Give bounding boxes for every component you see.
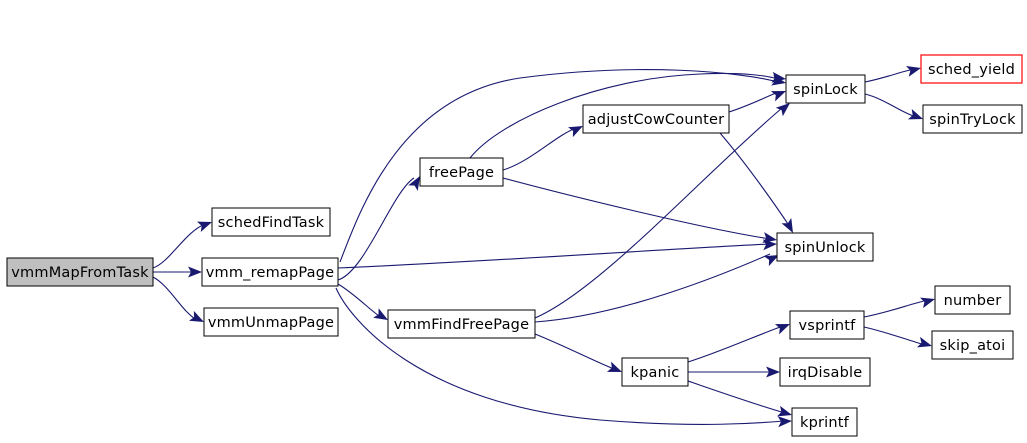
- arrowhead-vsprintf->number: [920, 297, 935, 309]
- node-label-spinLock: spinLock: [793, 82, 858, 98]
- node-box-vmm_remapPage[interactable]: [201, 257, 339, 287]
- edge-vmm_remapPage-to-spinUnlock: [337, 243, 771, 269]
- edge-adjustCowCounter-to-spinLock: [728, 91, 779, 113]
- node-box-kpanic[interactable]: [621, 357, 689, 387]
- edge-vmmFindFreePage-to-spinLock: [534, 107, 783, 319]
- edge-freePage-to-spinLock: [469, 72, 779, 159]
- edge-vmm_remapPage-to-spinLock: [339, 69, 779, 263]
- node-box-spinTryLock[interactable]: [922, 104, 1023, 134]
- arrowhead-kpanic->irqDisable: [766, 366, 780, 378]
- edges-layer: [152, 68, 929, 425]
- node-box-schedFindTask[interactable]: [211, 207, 331, 237]
- arrowhead-vmmFindFreePage->spinUnlock: [764, 255, 779, 267]
- node-box-spinUnlock[interactable]: [776, 232, 874, 262]
- edge-freePage-to-adjustCowCounter: [502, 127, 577, 171]
- node-label-kprintf: kprintf: [800, 415, 850, 431]
- edge-vmmFindFreePage-to-spinUnlock: [534, 253, 771, 323]
- node-label-adjustCowCounter: adjustCowCounter: [588, 112, 725, 128]
- arrowhead-vmmMapFromTask->schedFindTask: [196, 221, 212, 232]
- arrowhead-freePage->spinLock: [771, 71, 786, 83]
- node-freePage[interactable]: freePage: [419, 157, 504, 187]
- node-vmmUnmapPage[interactable]: vmmUnmapPage: [203, 307, 339, 337]
- node-box-sched_yield[interactable]: [920, 54, 1023, 84]
- arrowhead-vmm_remapPage->vmmFindFreePage: [373, 308, 388, 320]
- edge-spinLock-to-sched_yield: [864, 68, 915, 83]
- nodes-layer: vmmMapFromTask schedFindTask vmm_remapPage…: [6, 54, 1023, 437]
- node-spinUnlock[interactable]: spinUnlock: [776, 232, 874, 262]
- node-box-vmmUnmapPage[interactable]: [203, 307, 339, 337]
- node-label-vmm_remapPage: vmm_remapPage: [206, 265, 335, 281]
- node-irqDisable[interactable]: irqDisable: [779, 357, 871, 387]
- node-label-vsprintf: vsprintf: [799, 318, 857, 334]
- node-box-kprintf[interactable]: [791, 407, 858, 437]
- node-label-skip_atoi: skip_atoi: [940, 338, 1006, 354]
- node-vsprintf[interactable]: vsprintf: [789, 310, 865, 340]
- arrowhead-vmmMapFromTask->vmmUnmapPage: [189, 310, 204, 322]
- arrowhead-vmm_remapPage->freePage: [408, 176, 420, 191]
- edge-vmm_remapPage-to-vmmFindFreePage: [337, 283, 383, 319]
- node-schedFindTask[interactable]: schedFindTask: [211, 207, 331, 237]
- node-box-skip_atoi[interactable]: [931, 330, 1014, 360]
- node-spinLock[interactable]: spinLock: [785, 74, 866, 104]
- node-kprintf[interactable]: kprintf: [791, 407, 858, 437]
- node-number[interactable]: number: [934, 285, 1011, 315]
- node-label-schedFindTask: schedFindTask: [218, 215, 325, 231]
- arrowheads-layer: [188, 66, 935, 428]
- node-label-vmmMapFromTask: vmmMapFromTask: [11, 265, 149, 281]
- edge-vmmFindFreePage-to-kpanic: [534, 333, 615, 370]
- node-box-vsprintf[interactable]: [789, 310, 865, 340]
- arrowhead-spinLock->spinTryLock: [907, 109, 923, 120]
- edge-kpanic-to-vsprintf: [687, 325, 784, 363]
- edge-vmmMapFromTask-to-vmmUnmapPage: [152, 276, 198, 321]
- node-label-vmmUnmapPage: vmmUnmapPage: [208, 315, 334, 331]
- arrowhead-vmmFindFreePage->spinLock: [775, 103, 790, 117]
- edge-kpanic-to-kprintf: [687, 380, 786, 414]
- edge-vmm_remapPage-to-freePage: [337, 177, 415, 281]
- arrowhead-vmmFindFreePage->kpanic: [606, 361, 622, 372]
- node-label-sched_yield: sched_yield: [928, 62, 1015, 78]
- arrowhead-adjustCowCounter->spinUnlock: [781, 218, 793, 233]
- node-label-spinUnlock: spinUnlock: [784, 240, 865, 256]
- node-vmmFindFreePage[interactable]: vmmFindFreePage: [387, 309, 536, 339]
- arrowhead-adjustCowCounter->spinLock: [770, 91, 786, 102]
- edge-freePage-to-spinUnlock: [502, 177, 771, 240]
- node-box-spinLock[interactable]: [785, 74, 866, 104]
- arrowhead-spinLock->sched_yield: [906, 66, 921, 77]
- arrowhead-vmmMapFromTask->vmm_remapPage: [188, 266, 202, 278]
- node-label-kpanic: kpanic: [631, 365, 680, 381]
- edge-vmm_remapPage-to-kprintf: [335, 287, 785, 425]
- node-vmmMapFromTask[interactable]: vmmMapFromTask: [6, 257, 154, 287]
- node-skip_atoi[interactable]: skip_atoi: [931, 330, 1014, 360]
- node-label-freePage: freePage: [429, 165, 494, 181]
- arrowhead-freePage->adjustCowCounter: [568, 126, 583, 138]
- edge-vmmMapFromTask-to-schedFindTask: [152, 223, 206, 269]
- node-label-number: number: [944, 293, 1002, 309]
- node-vmm_remapPage[interactable]: vmm_remapPage: [201, 257, 339, 287]
- arrowhead-vmm_remapPage->kprintf: [777, 416, 792, 428]
- node-box-freePage[interactable]: [419, 157, 504, 187]
- edge-adjustCowCounter-to-spinUnlock: [719, 132, 791, 228]
- node-spinTryLock[interactable]: spinTryLock: [922, 104, 1023, 134]
- node-adjustCowCounter[interactable]: adjustCowCounter: [582, 104, 730, 134]
- node-box-adjustCowCounter[interactable]: [582, 104, 730, 134]
- edge-vsprintf-to-number: [863, 299, 929, 318]
- node-label-irqDisable: irqDisable: [788, 365, 863, 381]
- node-box-irqDisable[interactable]: [779, 357, 871, 387]
- node-label-vmmFindFreePage: vmmFindFreePage: [394, 317, 529, 333]
- node-box-vmmFindFreePage[interactable]: [387, 309, 536, 339]
- edge-spinLock-to-spinTryLock: [864, 93, 917, 118]
- node-sched_yield[interactable]: sched_yield: [920, 54, 1023, 84]
- node-box-vmmMapFromTask[interactable]: [6, 257, 154, 287]
- arrowhead-freePage->spinUnlock: [762, 232, 777, 243]
- arrowhead-vsprintf->skip_atoi: [917, 336, 932, 348]
- arrowhead-kpanic->kprintf: [777, 405, 792, 417]
- arrowhead-kpanic->vsprintf: [774, 324, 790, 335]
- edge-vsprintf-to-skip_atoi: [863, 326, 926, 346]
- node-kpanic[interactable]: kpanic: [621, 357, 689, 387]
- node-label-spinTryLock: spinTryLock: [929, 112, 1016, 128]
- node-box-number[interactable]: [934, 285, 1011, 315]
